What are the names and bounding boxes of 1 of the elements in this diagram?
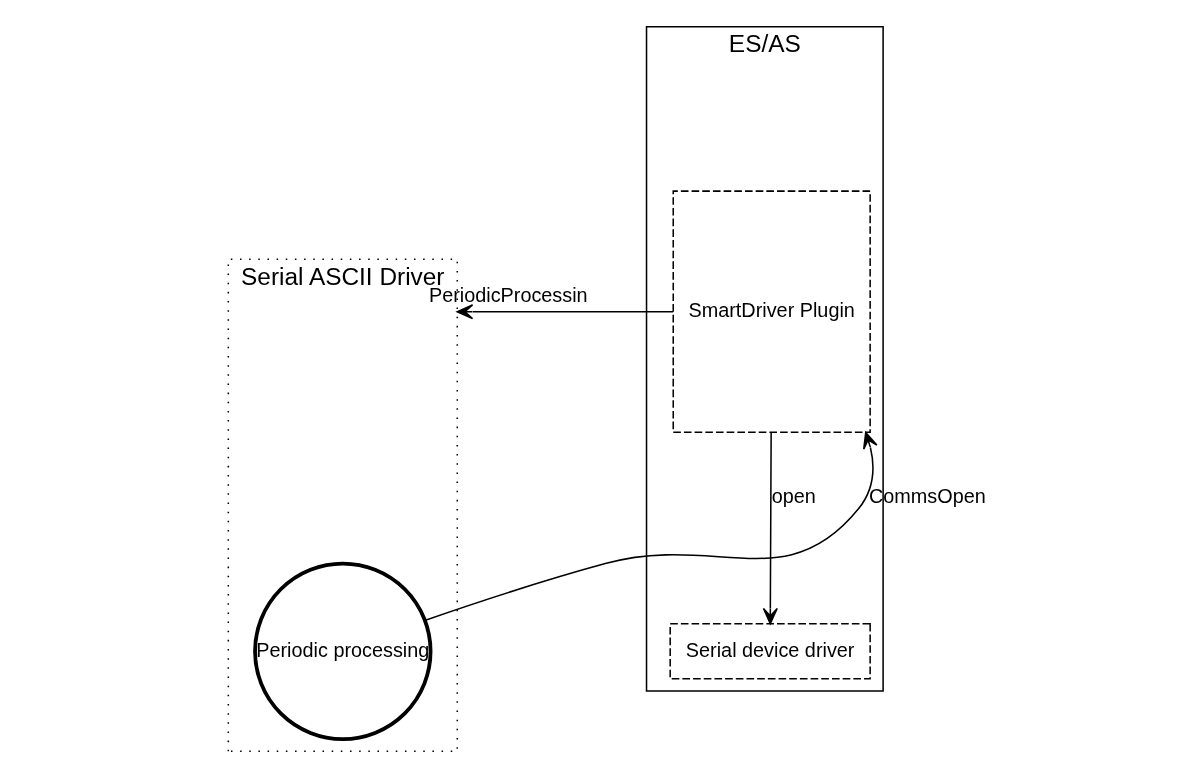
edge-label: open: [771, 485, 816, 508]
